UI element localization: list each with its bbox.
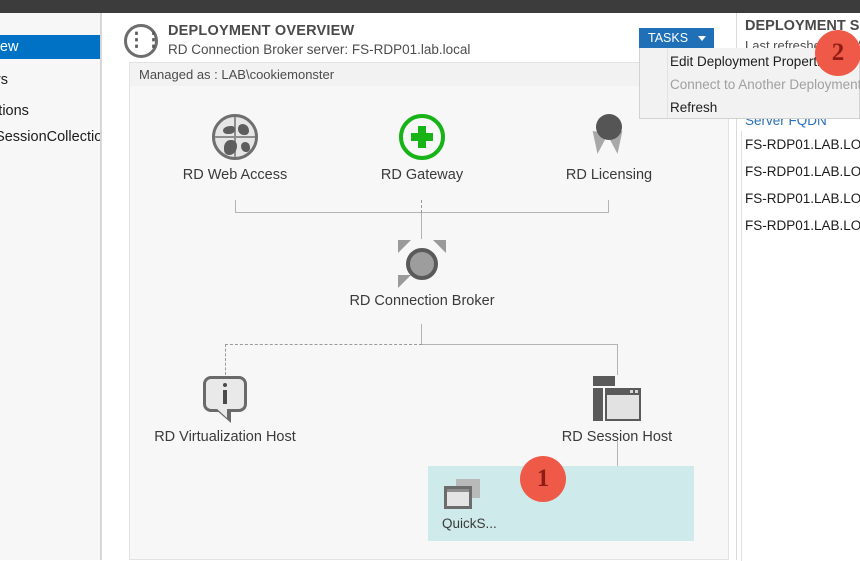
table-row[interactable]: FS-RDP01.LAB.LOCAL (745, 164, 860, 179)
sidebar-item-label: Overview (0, 39, 19, 55)
connector-broker-down (421, 324, 422, 344)
callout-badge-1: 1 (520, 456, 566, 502)
sidebar-item-label: Collections (0, 103, 29, 119)
sidebar-item-overview[interactable]: Overview (0, 35, 100, 59)
table-row[interactable]: FS-RDP01.LAB.LOCAL (745, 137, 860, 152)
node-label: RD Licensing (565, 167, 653, 183)
deployment-overview-pane: ⋮⋮ DEPLOYMENT OVERVIEW RD Connection Bro… (101, 13, 736, 560)
page-title: DEPLOYMENT OVERVIEW (168, 23, 355, 39)
chevron-down-icon (698, 36, 706, 41)
tasks-button-label: TASKS (648, 31, 689, 45)
node-label: RD Session Host (561, 429, 673, 445)
collection-windows-icon (444, 479, 482, 509)
node-label: RD Connection Broker (349, 293, 495, 309)
node-label: RD Virtualization Host (154, 429, 296, 445)
menu-item-refresh[interactable]: Refresh (670, 100, 718, 115)
pane-divider (741, 131, 742, 561)
deployment-overview-icon: ⋮⋮ (124, 24, 163, 58)
session-host-windows-icon (527, 376, 707, 424)
managed-as-text: Managed as : LAB\cookiemonster (139, 67, 335, 82)
node-rd-gateway[interactable]: RD Gateway (332, 114, 512, 183)
tasks-button[interactable]: TASKS (639, 28, 714, 48)
node-rd-web-access[interactable]: RD Web Access (145, 114, 325, 183)
sidebar-item-servers[interactable]: Servers (0, 68, 100, 92)
sidebar-item-label: QuickSessionCollection (0, 129, 100, 145)
sidebar-item-label: Servers (0, 72, 8, 88)
deployment-overview-header: ⋮⋮ DEPLOYMENT OVERVIEW RD Connection Bro… (124, 18, 724, 64)
connector-row3-right (421, 344, 617, 345)
callout-badge-2: 2 (815, 30, 860, 76)
info-bubble-icon (135, 376, 315, 424)
green-plus-circle-icon (332, 114, 512, 162)
connector-to-virtualization-host-dashed (225, 344, 226, 375)
node-rd-virtualization-host[interactable]: RD Virtualization Host (135, 376, 315, 445)
globe-icon (145, 114, 325, 162)
node-label: RD Web Access (182, 167, 288, 183)
connector-row3-left-dashed (225, 344, 422, 345)
broker-arrows-icon (332, 240, 512, 288)
menu-item-connect-to-another-deployment: Connect to Another Deployment (670, 77, 860, 92)
connector-web-access-stub (235, 200, 236, 213)
node-rd-licensing[interactable]: RD Licensing (519, 114, 699, 183)
deployment-overview-icon-glyph: ⋮⋮ (127, 30, 163, 51)
servers-table: Server FQDN FS-RDP01.LAB.LOCAL FS-RDP01.… (745, 113, 860, 245)
award-ribbon-icon (519, 114, 699, 162)
window-title-bar (0, 0, 860, 13)
sidebar-item-collections[interactable]: Collections (0, 99, 100, 123)
managed-as-bar: Managed as : LAB\cookiemonster (129, 62, 729, 86)
tasks-menu: Edit Deployment Properties Connect to An… (639, 48, 860, 119)
table-row[interactable]: FS-RDP01.LAB.LOCAL (745, 191, 860, 206)
connector-session-host-to-collection (617, 441, 618, 466)
quick-session-collection-tile[interactable]: QuickS... (428, 466, 694, 541)
node-label: RD Gateway (380, 167, 464, 183)
table-row[interactable]: FS-RDP01.LAB.LOCAL (745, 218, 860, 233)
sidebar-item-quicksessioncollection[interactable]: QuickSessionCollection (0, 125, 100, 149)
connector-gateway-stub-dashed (421, 200, 422, 213)
connector-licensing-stub (608, 200, 609, 213)
node-rd-connection-broker[interactable]: RD Connection Broker (332, 240, 512, 309)
connector-to-broker (421, 213, 422, 239)
connector-to-session-host (617, 344, 618, 375)
navigation-sidebar: Overview Servers Collections QuickSessio… (0, 13, 101, 560)
deployment-diagram: RD Web Access RD Gateway RD Licensing (129, 86, 729, 560)
page-subtitle: RD Connection Broker server: FS-RDP01.la… (168, 42, 471, 57)
menu-item-edit-deployment-properties[interactable]: Edit Deployment Properties (670, 54, 835, 69)
node-rd-session-host[interactable]: RD Session Host (527, 376, 707, 445)
menu-icon-gutter (640, 48, 668, 118)
collection-label: QuickS... (442, 516, 497, 531)
